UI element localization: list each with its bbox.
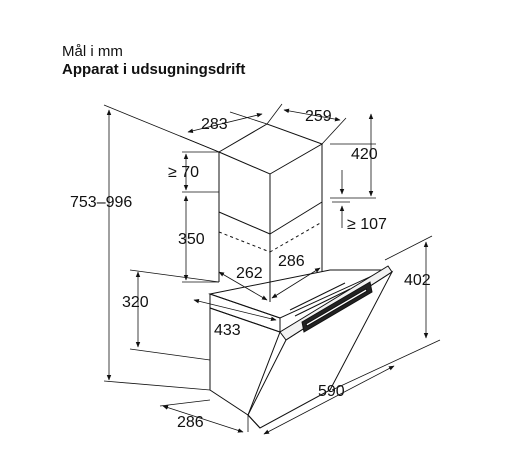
lower-chimney — [218, 202, 323, 302]
dim-320: 320 — [122, 294, 149, 311]
hood-body — [208, 265, 394, 429]
dim-753-996: 753–996 — [70, 194, 132, 211]
dim-min-70: ≥ 70 — [168, 164, 199, 181]
dimension-lines — [106, 108, 429, 435]
dim-402: 402 — [404, 272, 431, 289]
dimension-labels: 283 259 420 ≥ 70 753–996 ≥ 107 350 262 2… — [70, 108, 431, 431]
diagram-header: Mål i mm Apparat i udsugningsdrift — [62, 43, 245, 79]
dim-350: 350 — [178, 231, 205, 248]
dim-min-107: ≥ 107 — [347, 216, 387, 233]
dim-283: 283 — [201, 116, 228, 133]
dim-286-bottom: 286 — [177, 414, 204, 431]
upper-chimney — [217, 123, 324, 235]
diagram-title: Apparat i udsugningsdrift — [62, 61, 246, 78]
extension-lines — [103, 103, 441, 432]
units-note: Mål i mm — [62, 43, 123, 60]
dim-286-depth: 286 — [278, 253, 305, 270]
dim-590: 590 — [318, 383, 345, 400]
dim-262: 262 — [236, 265, 263, 282]
dim-420: 420 — [351, 146, 378, 163]
dim-433: 433 — [214, 322, 241, 339]
dim-259: 259 — [305, 108, 332, 125]
